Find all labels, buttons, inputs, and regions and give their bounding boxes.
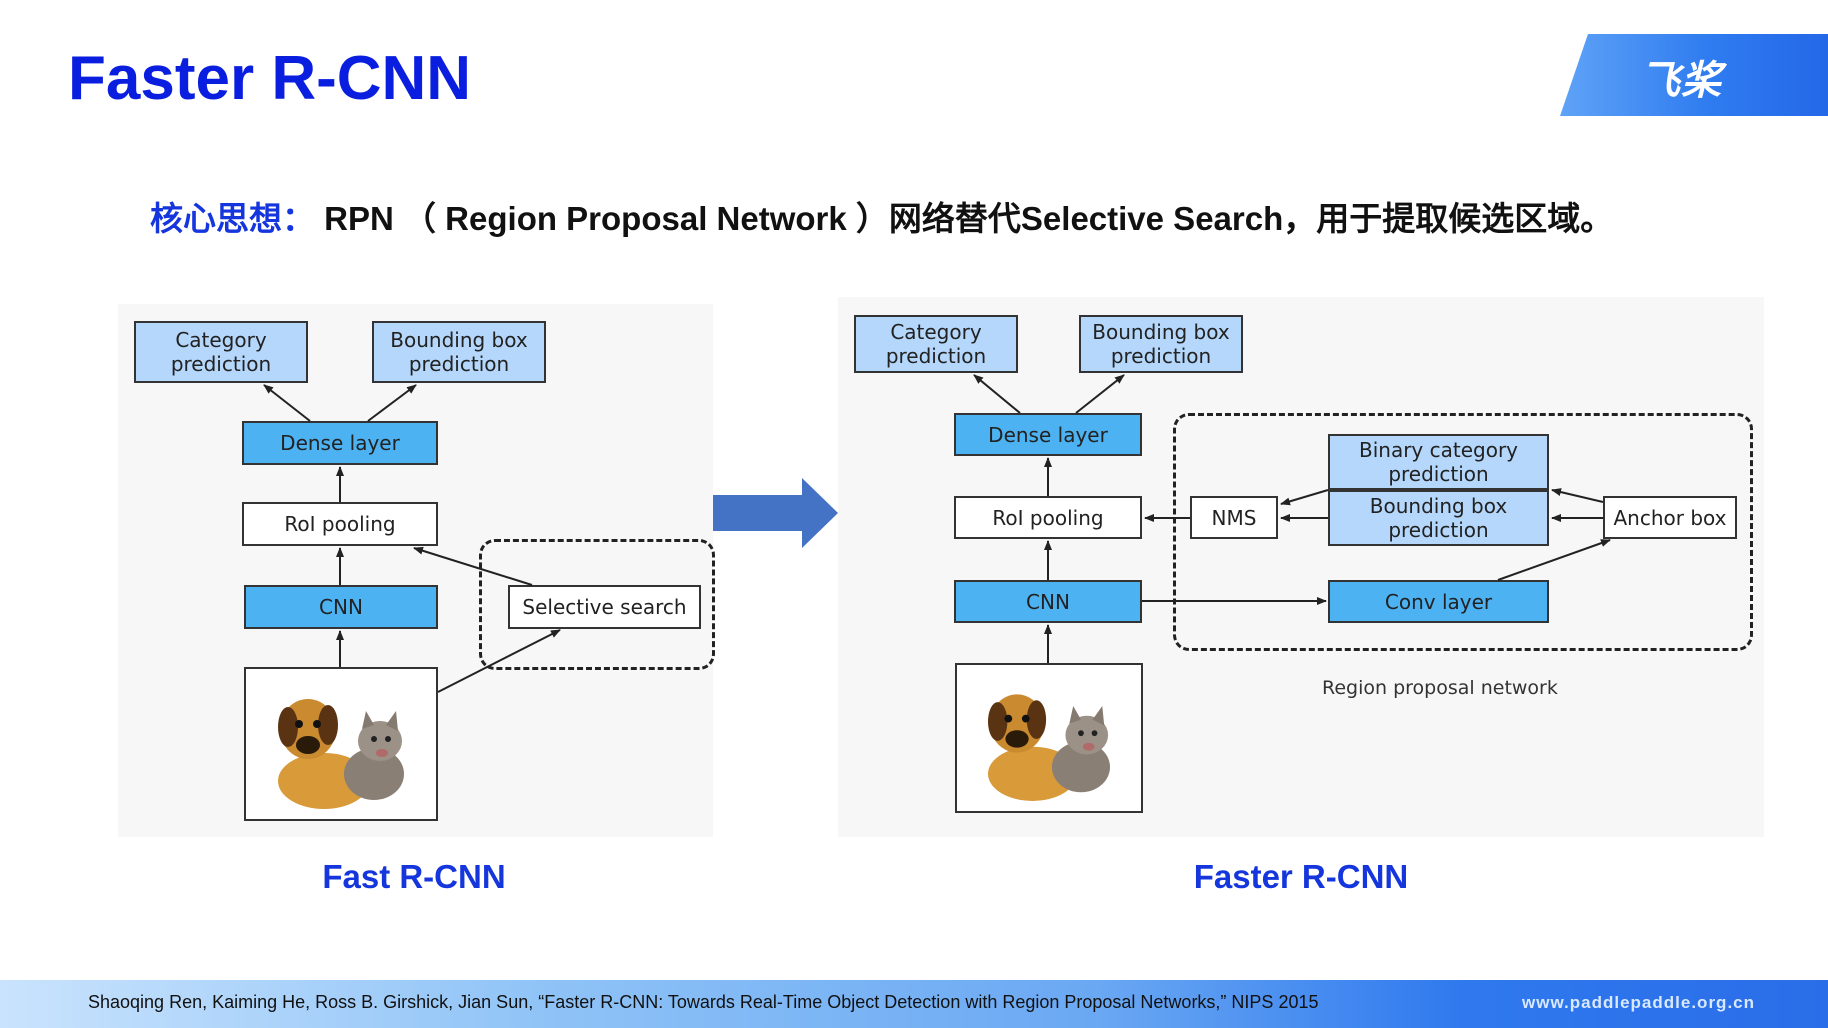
fast-category-prediction-box: Category prediction (134, 321, 308, 383)
dog-cat-photo-icon (278, 699, 404, 809)
faster-roi-pooling-box: RoI pooling (954, 496, 1142, 539)
faster-nms-box: NMS (1190, 496, 1278, 539)
fast-selective-search-box: Selective search (508, 585, 701, 629)
paddlepaddle-logo-icon: 飞桨 (1640, 59, 1722, 103)
faster-input-image (955, 663, 1143, 813)
footer-url: www.paddlepaddle.org.cn (1522, 993, 1756, 1012)
faster-rcnn-caption: Faster R-CNN (1193, 858, 1409, 895)
page-title: Faster R-CNN (68, 44, 472, 113)
fast-roi-pooling-box: RoI pooling (242, 502, 438, 546)
faster-arrow-conv-to-anchor (1497, 539, 1611, 581)
fast-input-image (244, 667, 438, 821)
fast-rcnn-caption: Fast R-CNN (322, 858, 506, 895)
fast-cnn-box: CNN (244, 585, 438, 629)
faster-cnn-box: CNN (954, 580, 1142, 623)
faster-arrow-binary-to-nms (1280, 489, 1329, 506)
footer-bar: Shaoqing Ren, Kaiming He, Ross B. Girshi… (0, 980, 1828, 1028)
faster-arrow-dense-to-bbox (1075, 374, 1125, 414)
fast-dense-layer-box: Dense layer (242, 421, 438, 465)
rpn-label: Region proposal network (1322, 677, 1558, 699)
fast-arrow-dense-to-bbox (367, 384, 417, 422)
fast-arrow-selective-to-roi (413, 546, 533, 586)
faster-arrow-dense-to-category (973, 374, 1021, 414)
citation-text: Shaoqing Ren, Kaiming He, Ross B. Girshi… (88, 992, 1319, 1012)
faster-binary-category-box: Binary category prediction (1328, 434, 1549, 490)
fast-arrow-image-to-selective (437, 629, 561, 693)
core-idea-label: 核心思想： (150, 200, 315, 237)
faster-conv-layer-box: Conv layer (1328, 580, 1549, 623)
transition-arrow-icon (713, 478, 838, 548)
faster-anchor-box: Anchor box (1603, 496, 1737, 539)
fast-selective-search-region (479, 539, 715, 670)
paddlepaddle-logo: 飞桨 (1560, 34, 1828, 116)
faster-arrow-anchor-to-binary (1551, 488, 1604, 503)
fast-bbox-prediction-box: Bounding box prediction (372, 321, 546, 383)
faster-bbox-prediction-box: Bounding box prediction (1079, 315, 1243, 373)
fast-arrow-dense-to-category (263, 384, 311, 422)
faster-category-prediction-box: Category prediction (854, 315, 1018, 373)
dog-cat-photo-icon (987, 694, 1111, 801)
faster-dense-layer-box: Dense layer (954, 413, 1142, 456)
faster-rpn-bbox-prediction-box: Bounding box prediction (1328, 490, 1549, 546)
core-idea-text: RPN （ Region Proposal Network ）网络替代Selec… (315, 200, 1614, 237)
core-idea-statement: 核心思想： RPN （ Region Proposal Network ）网络替… (150, 192, 1613, 240)
rpn-region (1173, 413, 1753, 651)
